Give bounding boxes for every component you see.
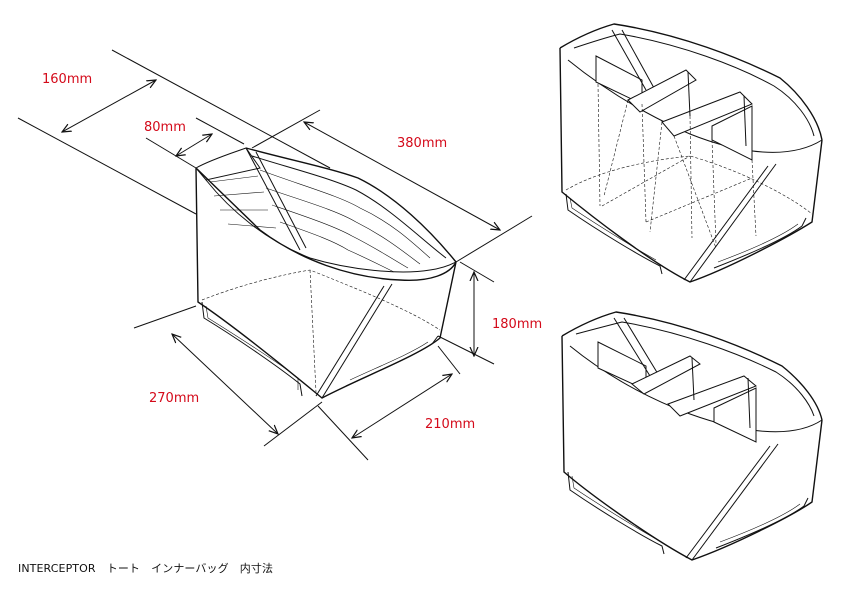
dimension-label-180mm: 180mm: [492, 317, 542, 332]
dimension-lines: [17, 49, 533, 461]
main-bag-drawing: [195, 147, 457, 399]
dimension-label-160mm: 160mm: [42, 72, 92, 87]
bag-with-dividers-transparent: [559, 23, 823, 283]
dimension-label-380mm: 380mm: [397, 136, 447, 151]
caption-text: INTERCEPTOR トート インナーバッグ 内寸法: [18, 562, 274, 575]
dimension-label-210mm: 210mm: [425, 417, 475, 432]
dimension-label-80mm: 80mm: [144, 120, 186, 135]
dimension-label-270mm: 270mm: [149, 391, 199, 406]
bag-with-dividers-solid: [561, 311, 823, 561]
